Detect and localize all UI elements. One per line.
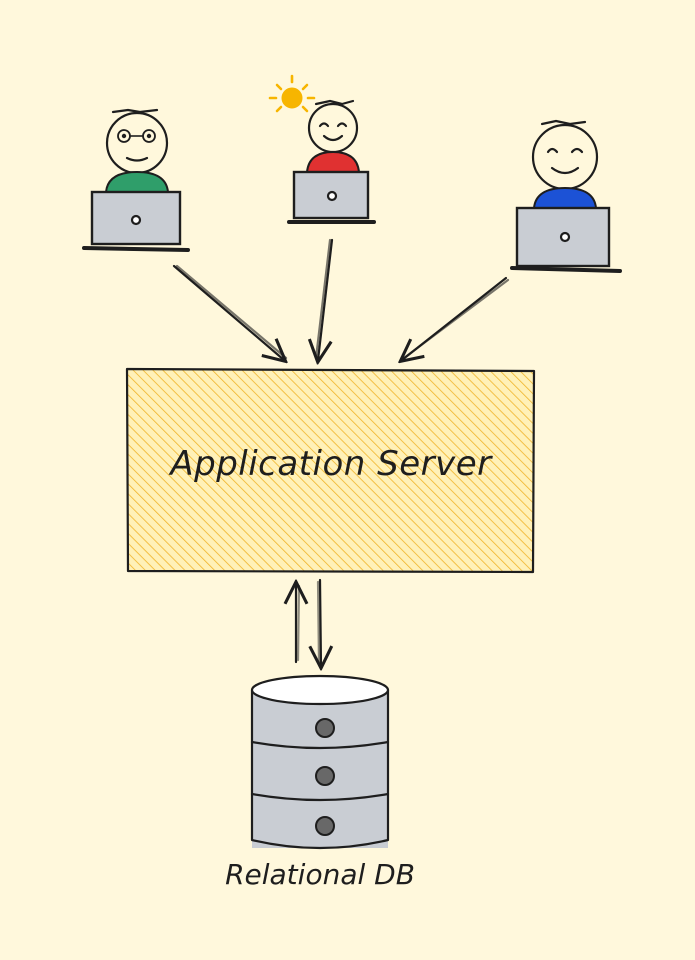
user-2: [268, 74, 376, 224]
user-2-head: [307, 102, 359, 154]
user-3-shirt: [532, 186, 598, 209]
user-3: [510, 119, 622, 273]
user-1-head: [105, 111, 169, 175]
arrow-user1-to-server: [172, 264, 284, 360]
relational-db-label: Relational DB: [225, 858, 415, 891]
user-1: [82, 108, 190, 252]
user-1-shirt: [104, 170, 170, 193]
db-disk-icon: [315, 766, 335, 786]
arrow-user2-to-server: [318, 238, 334, 360]
application-server-box: [125, 367, 536, 574]
user-2-shirt: [305, 150, 361, 173]
lightbulb-icon: [268, 74, 316, 113]
db-disk-icon: [315, 816, 335, 836]
application-server-label: Application Server: [170, 444, 492, 484]
laptop-logo-icon: [130, 214, 142, 226]
database-cylinder: [250, 674, 390, 850]
laptop-logo-icon: [559, 231, 571, 243]
db-disk-icon: [315, 718, 335, 738]
laptop-logo-icon: [326, 190, 338, 202]
user-1-hair: [111, 108, 159, 114]
user-3-head: [531, 123, 599, 191]
arrow-server-to-db: [320, 578, 321, 666]
